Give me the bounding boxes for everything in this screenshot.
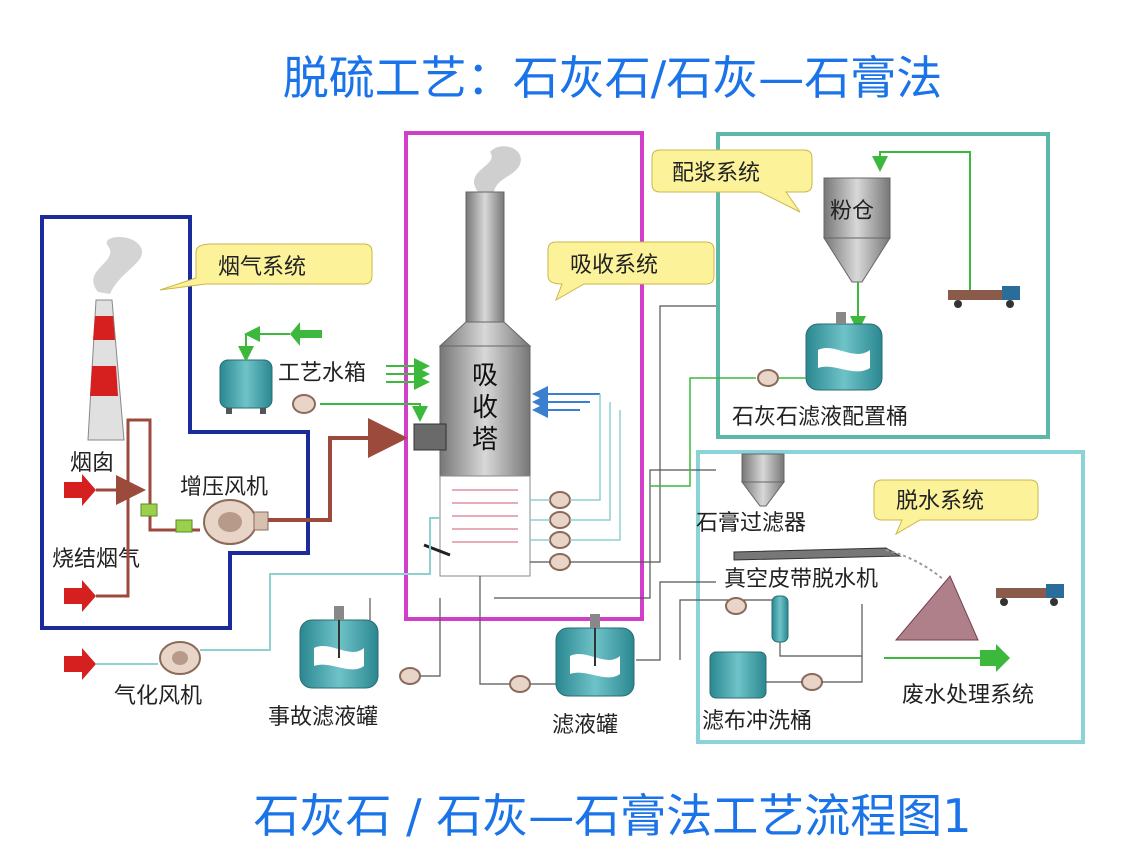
flue-gas-system-box (40, 215, 310, 630)
limestone-tank-label: 石灰石滤液配置桶 (732, 405, 908, 430)
callout-dewatering (873, 479, 1039, 536)
receiver-pump (725, 597, 747, 615)
wastewater-label: 废水处理系统 (902, 683, 1034, 708)
recirculation-pumps (549, 491, 571, 571)
wastewater-arrow (980, 644, 1010, 672)
process-lines (369, 305, 863, 685)
powder-silo (823, 177, 891, 283)
water-pump (292, 394, 316, 414)
callout-dewatering-text: 脱水系统 (896, 489, 984, 514)
page-title: 脱硫工艺：石灰石/石灰—石膏法 (282, 51, 943, 105)
water-supply-lines (320, 358, 430, 422)
flue-gas-inlet-arrow-top (64, 474, 146, 506)
recirculation-lines (530, 394, 621, 541)
chimney (87, 236, 143, 441)
flue-gas-inlet-arrow-bottom (64, 580, 96, 612)
vacuum-belt-filter (733, 547, 945, 581)
filtrate-tank-label: 滤液罐 (552, 713, 618, 738)
dewatering-system-box (696, 450, 1085, 744)
callout-flue-gas (159, 243, 373, 291)
oxidation-fan-label: 气化风机 (114, 684, 202, 709)
diagram-caption: 石灰石 / 石灰—石膏法工艺流程图1 (253, 789, 972, 843)
gypsum-pile (894, 575, 979, 641)
filtrate-pump (509, 675, 531, 693)
booster-fan-label: 增压风机 (180, 475, 268, 500)
emergency-pump (399, 667, 421, 685)
absorber-label-1: 吸 (472, 361, 498, 391)
callout-absorption-text: 吸收系统 (570, 253, 658, 278)
booster-duct (268, 418, 408, 522)
absorber-label-2: 收 (472, 393, 498, 423)
receiver-vessel (771, 595, 789, 643)
wash-pump (801, 673, 823, 691)
absorber-label-3: 塔 (472, 425, 498, 455)
absorption-system-box (404, 131, 644, 621)
slurry-system-box (716, 132, 1050, 439)
fan-valve (175, 519, 193, 533)
cloth-wash-tank (709, 651, 767, 699)
filtrate-return-line (650, 377, 756, 487)
cloth-wash-label: 滤布冲洗桶 (702, 709, 812, 734)
callout-slurry (651, 149, 813, 213)
filtrate-tank (555, 614, 635, 697)
callout-flue-gas-text: 烟气系统 (218, 255, 306, 280)
delivery-truck-2 (996, 584, 1064, 606)
emergency-tank-label: 事故滤液罐 (268, 705, 378, 730)
vacuum-belt-label: 真空皮带脱水机 (724, 567, 878, 592)
oxidation-fan-inlet (64, 648, 96, 680)
callout-absorption (547, 241, 715, 302)
oxidation-fan (159, 641, 201, 675)
gypsum-filter-label: 石膏过滤器 (696, 511, 806, 536)
delivery-truck-1 (948, 286, 1020, 308)
process-water-tank-label: 工艺水箱 (278, 361, 366, 386)
powder-silo-label: 粉仓 (830, 199, 874, 224)
water-inlet-arrow (290, 322, 322, 346)
chimney-label: 烟囱 (70, 451, 114, 476)
limestone-slurry-tank (805, 312, 883, 391)
booster-fan (203, 499, 269, 545)
flue-valve (140, 503, 158, 517)
absorber-tower (413, 146, 532, 577)
silo-feed-line (872, 151, 971, 290)
process-water-tank (219, 359, 273, 414)
sinter-flue-gas-label: 烧结烟气 (52, 547, 140, 572)
flue-duct (96, 418, 200, 598)
gypsum-filter (741, 453, 785, 507)
callout-slurry-text: 配浆系统 (672, 161, 760, 186)
emergency-filtrate-tank (299, 606, 379, 689)
slurry-feed-arrows (532, 386, 600, 418)
slurry-pump (757, 369, 779, 387)
